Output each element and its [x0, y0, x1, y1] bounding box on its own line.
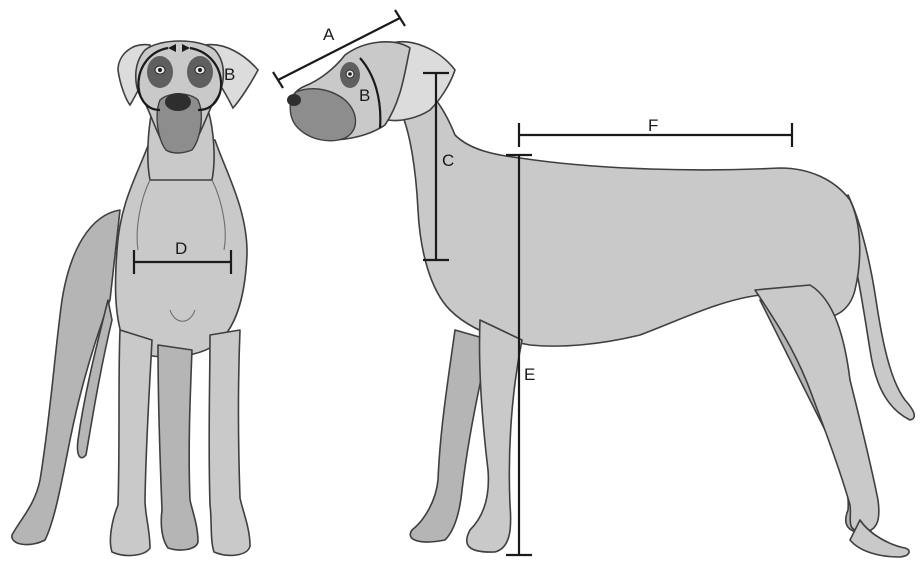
- side-view-head-length-a-cap-back: [395, 10, 405, 26]
- front-view-right-leg: [209, 330, 250, 555]
- front-view-dog: [12, 41, 258, 555]
- side-view-far-front-leg: [410, 330, 490, 542]
- front-view-left-leg: [110, 330, 152, 555]
- label-b-front: B: [224, 65, 235, 84]
- side-view-pupil: [348, 72, 352, 76]
- front-view-nose: [165, 93, 191, 111]
- label-b-side: B: [359, 86, 370, 105]
- front-view-back-leg-center: [158, 345, 198, 550]
- side-view-nose: [287, 94, 301, 106]
- front-view-hind-leg: [12, 210, 120, 545]
- label-f: F: [648, 116, 658, 135]
- label-c: C: [442, 151, 454, 170]
- side-view-head-length-a-cap-front: [273, 72, 283, 88]
- label-d: D: [175, 239, 187, 258]
- side-view-hind-foot: [850, 520, 909, 557]
- front-view-right-pupil: [198, 68, 202, 72]
- front-view-left-pupil: [158, 68, 162, 72]
- label-e: E: [524, 365, 535, 384]
- label-a: A: [323, 25, 335, 44]
